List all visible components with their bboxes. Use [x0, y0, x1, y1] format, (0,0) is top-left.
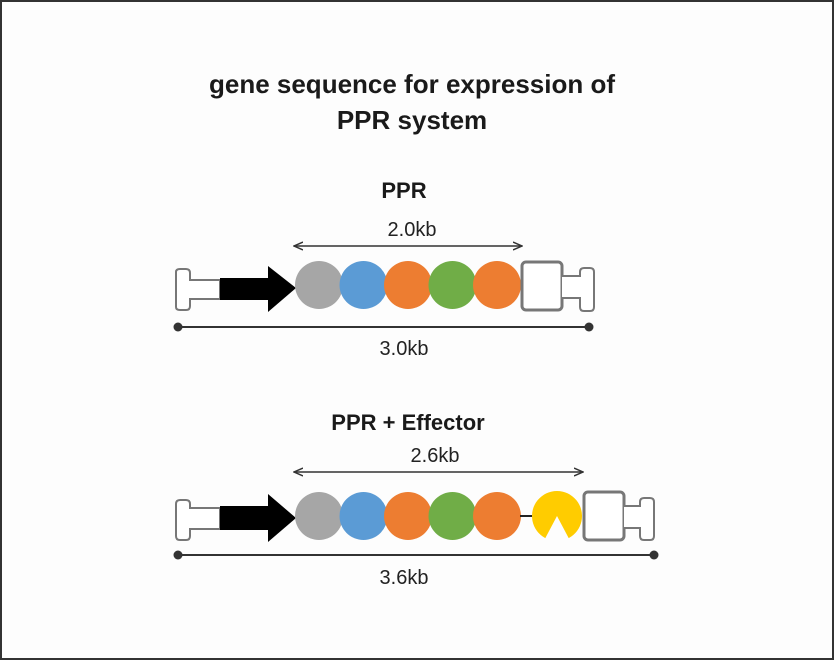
- domain-circles: [295, 261, 521, 309]
- domain-orange: [384, 261, 432, 309]
- domain-gray: [295, 261, 343, 309]
- total-length-endpoint: [173, 322, 183, 332]
- end-box: [520, 260, 564, 312]
- direction-arrow-icon: [220, 266, 296, 312]
- domain-circles: [295, 492, 521, 540]
- terminator-icon: [562, 267, 595, 312]
- domain-green: [428, 261, 477, 309]
- figure-title-line2: PPR system: [337, 105, 487, 135]
- inner-length-label: 2.0kb: [388, 219, 437, 241]
- end-box: [582, 490, 626, 542]
- total-length-label: 3.6kb: [380, 567, 429, 589]
- domain-blue: [339, 492, 388, 540]
- inner-length-label: 2.6kb: [411, 445, 460, 467]
- construct-ppr: PPR 2.0kb 3.0kb: [173, 178, 595, 360]
- direction-arrow-icon: [220, 494, 296, 542]
- domain-orange: [473, 492, 521, 540]
- domain-blue: [339, 261, 388, 309]
- total-length-endpoint: [173, 550, 183, 560]
- construct-heading: PPR + Effector: [331, 410, 485, 435]
- domain-green: [428, 492, 477, 540]
- promoter-icon: [175, 268, 221, 311]
- construct-ppr-effector: PPR + Effector 2.6kb 3.6kb: [173, 410, 659, 589]
- total-length-endpoint: [584, 322, 594, 332]
- domain-gray: [295, 492, 343, 540]
- effector-icon: [532, 491, 582, 539]
- construct-heading: PPR: [381, 178, 426, 203]
- total-length-label: 3.0kb: [380, 338, 429, 360]
- promoter-icon: [175, 499, 221, 541]
- domain-orange: [384, 492, 432, 540]
- terminator-icon: [624, 497, 655, 541]
- figure-title-line1: gene sequence for expression of: [209, 69, 615, 99]
- domain-orange: [473, 261, 521, 309]
- total-length-endpoint: [649, 550, 659, 560]
